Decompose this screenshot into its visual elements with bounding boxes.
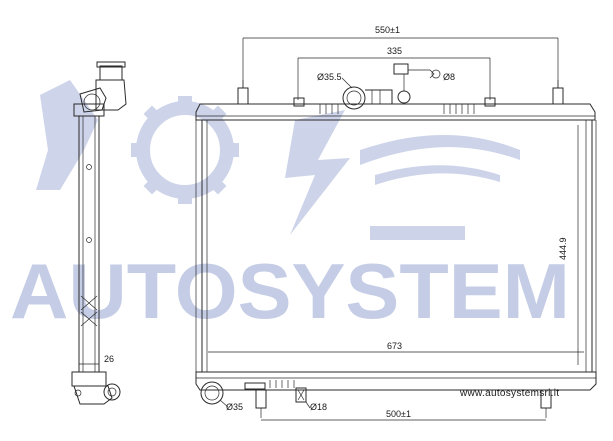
dim-bottom-mount-span: 500±1 — [386, 409, 411, 419]
dim-bleed: Ø8 — [443, 72, 455, 82]
watermark-website: www.autosystemsrl.it — [459, 388, 559, 399]
dim-overall-width: 550±1 — [375, 25, 400, 35]
dim-core-width: 673 — [387, 341, 402, 351]
watermark-graphic — [36, 80, 520, 240]
watermark-brand: AUTOSYSTEM — [10, 247, 570, 335]
dim-core-thickness: 26 — [104, 354, 114, 364]
front-view — [195, 37, 597, 421]
dim-upper-pipe: Ø35.5 — [317, 72, 342, 82]
dim-tank-span: 335 — [387, 46, 402, 56]
dim-drain: Ø18 — [310, 402, 327, 412]
dim-core-height: 444.9 — [558, 237, 568, 260]
side-view — [71, 61, 127, 405]
dim-lower-pipe: Ø35 — [226, 402, 243, 412]
